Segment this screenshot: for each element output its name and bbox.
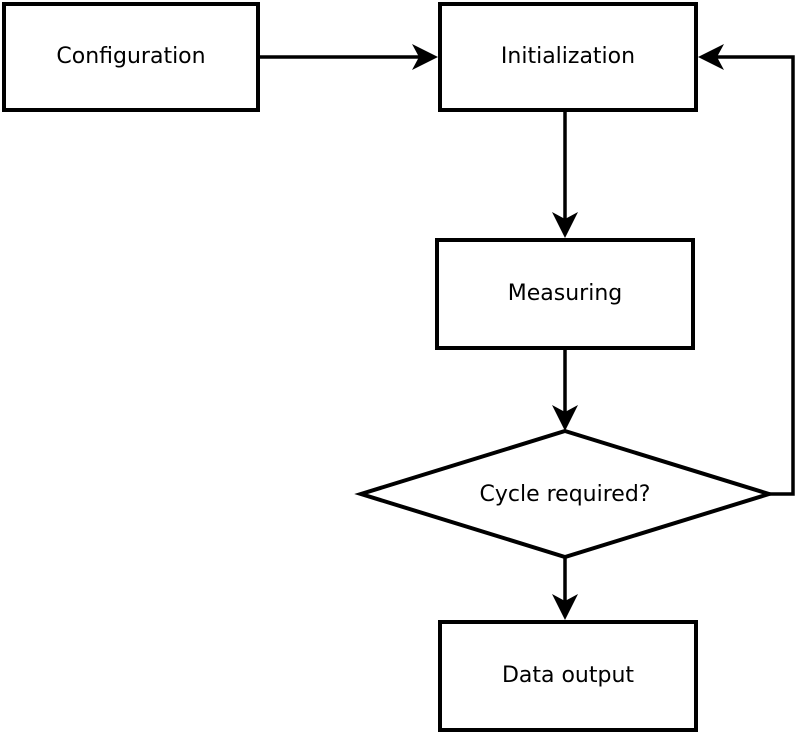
node-initialization: Initialization [438, 2, 698, 112]
edge-decision-loop-to-initialization [716, 55, 795, 496]
node-initialization-label: Initialization [500, 43, 636, 69]
arrowhead-into-initialization-right [698, 44, 724, 70]
arrowhead-into-initialization-left [412, 44, 438, 70]
node-configuration-label: Configuration [56, 43, 206, 69]
node-data-output-label: Data output [501, 662, 635, 688]
node-cycle-required-label: Cycle required? [479, 481, 651, 507]
node-data-output: Data output [438, 620, 698, 732]
node-measuring-label: Measuring [507, 280, 623, 306]
node-measuring: Measuring [435, 238, 695, 350]
arrowhead-into-data-output [552, 594, 578, 620]
arrowhead-into-measuring [552, 212, 578, 238]
node-configuration: Configuration [2, 2, 260, 112]
node-cycle-required: Cycle required? [361, 431, 769, 557]
arrowhead-into-decision [552, 405, 578, 431]
